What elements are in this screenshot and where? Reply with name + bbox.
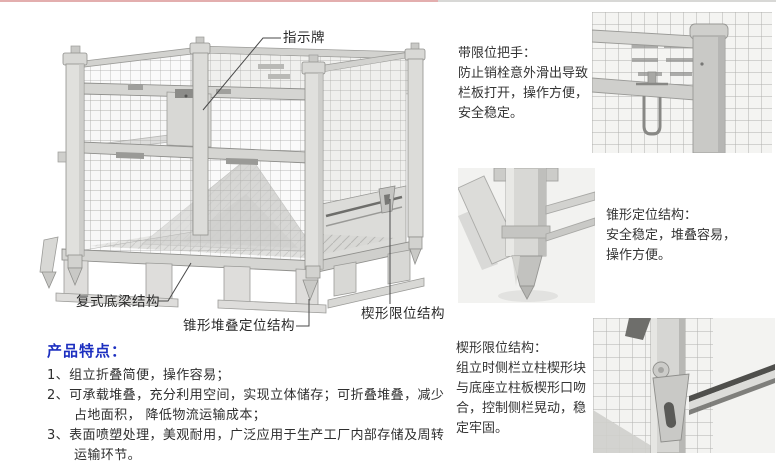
base-frame [39, 236, 425, 314]
caption-handle-title: 带限位把手： [458, 46, 537, 61]
caption-cone: 锥形定位结构： 安全稳定，堆叠容易， 操作方便。 [606, 208, 737, 263]
features-title: 产品特点： [47, 342, 128, 360]
callout-label-placard: 指示牌 [283, 30, 325, 46]
leader-lines [158, 37, 391, 327]
cage-illustration [39, 36, 426, 327]
callout-label-cone-stack: 锥形堆叠定位结构 [183, 318, 295, 334]
post-with-cone [493, 168, 559, 300]
top-border-red [0, 0, 438, 2]
features-section: 产品特点： 1、组立折叠简便，操作容易； 2、可承载堆叠，充分利用空间，实现立体… [47, 340, 451, 463]
wedge-lock [378, 185, 396, 214]
caption-wedge-title: 楔形限位结构： [456, 341, 548, 356]
latch-top [625, 318, 651, 340]
photo-wedge-lock-detail [593, 318, 775, 453]
feature-item-1: 1、组立折叠简便，操作容易； [47, 368, 230, 383]
photo-cone-foot-detail [458, 168, 595, 303]
limit-handle [636, 82, 668, 136]
corner-post [689, 23, 729, 153]
callout-label-wedge-limit: 楔形限位结构 [361, 306, 445, 322]
caption-cone-title: 锥形定位结构： [606, 208, 698, 223]
feature-item-3: 3、表面喷塑处理，美观耐用，广泛应用于生产工厂内部存储及周转运输环节。 [47, 428, 445, 463]
callout-label-bottom-beam: 复式底梁结构 [76, 294, 160, 310]
right-end-face [317, 51, 411, 265]
photo-handle-detail [592, 12, 772, 153]
corner-posts [57, 36, 426, 302]
caption-wedge: 楔形限位结构： 组立时侧栏立柱楔形块 与底座立柱板楔形口吻 合，控制侧栏晃动，稳… [456, 341, 587, 436]
feature-item-2: 2、可承载堆叠，充分利用空间，实现立体储存；可折叠堆叠，减少占地面积， 降低物流… [47, 388, 445, 423]
base-rails [689, 364, 775, 415]
caption-handle: 带限位把手： 防止销栓意外滑出导致 栏板打开，操作方便， 安全稳定。 [458, 46, 589, 121]
post-with-wedge [650, 318, 690, 453]
top-border-gray [438, 0, 776, 2]
frame-bar [545, 191, 595, 215]
